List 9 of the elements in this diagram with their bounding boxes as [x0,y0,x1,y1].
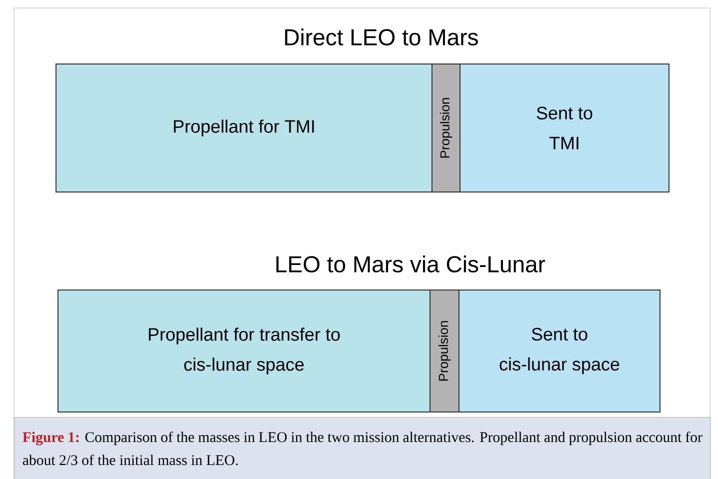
scenario-heading: LEO to Mars via Cis-Lunar [276,256,546,272]
propulsion-block: Propulsion [430,290,460,412]
propellant-block: Propellant for TMI [56,64,432,192]
propulsion-block: Propulsion [432,64,460,192]
payload-block: Sent to cis-lunar space [458,290,660,412]
caption: Figure 1: Comparison of the masses in LEO in the two mission alternatives. Propellant and propulsion account for about 2/3 of the initial mass in LEO. [14,417,711,479]
payload-block: Sent to TMI [460,64,670,192]
scenario-heading: Direct LEO to Mars [285,28,478,46]
propellant-block: Propellant for transfer to cis-lunar space [58,290,430,412]
